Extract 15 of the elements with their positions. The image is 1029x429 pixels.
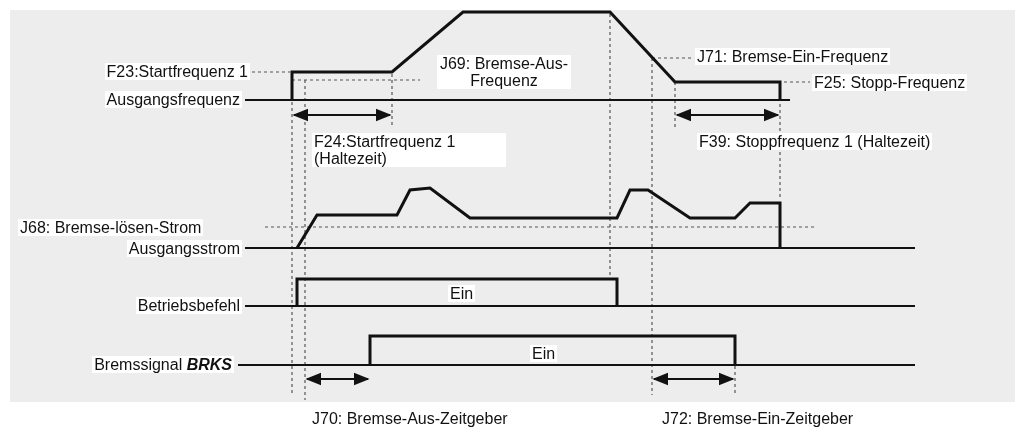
parameter-label: F24:Startfrequenz 1 (Haltezeit)	[312, 133, 506, 167]
state-label: Ein	[448, 285, 476, 302]
parameter-label: J71: Bremse-Ein-Frequenz	[695, 48, 891, 65]
signal-label: Ausgangsstrom	[126, 240, 242, 257]
parameter-label: F25: Stopp-Frequenz	[812, 74, 968, 91]
parameter-label: F23:Startfrequenz 1	[104, 63, 250, 80]
parameter-label: J68: Bremse-lösen-Strom	[18, 219, 204, 236]
parameter-label: F39: Stoppfrequenz 1 (Haltezeit)	[697, 133, 933, 150]
signal-label: Ausgangsfrequenz	[104, 91, 242, 108]
parameter-label: J69: Bremse-Aus-Frequenz	[437, 55, 571, 89]
parameter-label: J70: Bremse-Aus-Zeitgeber	[310, 410, 510, 427]
parameter-label: J72: Bremse-Ein-Zeitgeber	[660, 410, 856, 427]
state-label: Ein	[530, 345, 558, 362]
signal-label: Bremssignal BRKS	[92, 356, 234, 373]
signal-label: Betriebsbefehl	[135, 297, 242, 314]
